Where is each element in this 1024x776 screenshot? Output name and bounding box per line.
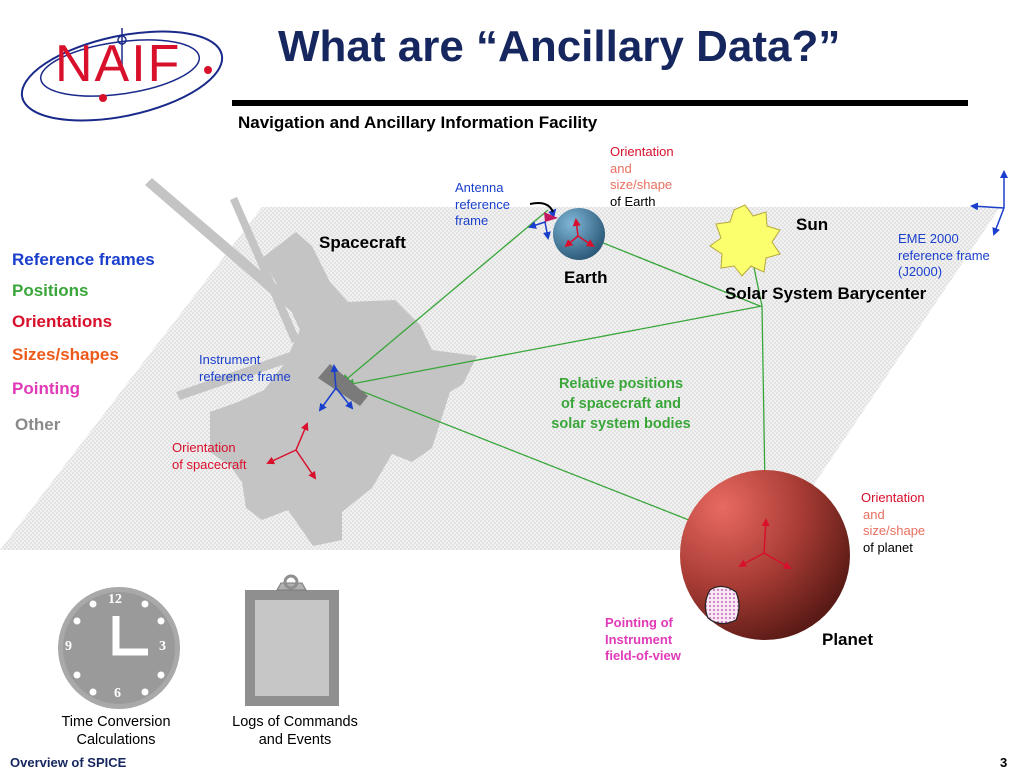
annotation-line: of Earth — [610, 193, 656, 209]
clipboard-icon — [245, 574, 339, 706]
annotation-earth-orientation: Orientation and size/shape of Earth — [610, 144, 674, 210]
annotation-line: of planet — [863, 539, 913, 555]
annotation-planet-orientation: Orientation and size/shape of planet — [861, 490, 925, 556]
annotation-spacecraft-orientation: Orientation of spacecraft — [172, 440, 246, 473]
annotation-line: reference frame — [199, 368, 291, 384]
clock-caption: Time Conversion Calculations — [36, 713, 196, 749]
clock-numeral-9: 9 — [65, 639, 72, 654]
caption-line: and Events — [258, 732, 332, 748]
annotation-line: Antenna — [455, 180, 504, 195]
page-subtitle: Navigation and Ancillary Information Fac… — [238, 113, 598, 132]
category-other: Other — [15, 415, 61, 434]
category-positions: Positions — [12, 281, 89, 300]
annotation-line: (J2000) — [898, 264, 943, 279]
annotation-pointing: Pointing of Instrument field-of-view — [605, 615, 681, 665]
annotation-line: reference frame — [898, 247, 990, 263]
annotation-line: size/shape — [610, 177, 673, 192]
annotation-line: and — [610, 160, 632, 176]
annotation-relative-positions: Relative positions of spacecraft and sol… — [530, 374, 712, 434]
clock-numeral-12: 12 — [108, 592, 122, 607]
label-planet: Planet — [822, 630, 874, 649]
instrument-frame-axes — [318, 364, 354, 412]
annotation-instrument-frame: Instrument reference frame — [199, 352, 291, 385]
annotation-eme2000: EME 2000 reference frame (J2000) — [898, 231, 990, 281]
category-reference-frames: Reference frames — [12, 250, 155, 269]
label-spacecraft: Spacecraft — [319, 233, 406, 252]
instrument-body — [318, 364, 368, 406]
annotation-line: and — [863, 506, 885, 522]
annotation-line: size/shape — [863, 523, 926, 538]
antenna-icon — [529, 202, 554, 213]
earth-sphere — [553, 208, 605, 260]
annotation-line: Instrument — [605, 631, 673, 647]
planet-sphere — [680, 470, 850, 640]
annotation-line: Orientation — [861, 490, 925, 505]
annotation-line: Orientation — [172, 440, 236, 455]
eme2000-frame-axes — [970, 170, 1008, 236]
clock-numeral-6: 6 — [114, 686, 121, 701]
page-number: 3 — [1000, 755, 1008, 770]
footer-text: Overview of SPICE — [10, 755, 127, 770]
caption-line: Time Conversion — [61, 714, 171, 730]
caption-line: Logs of Commands — [232, 714, 358, 730]
annotation-line: Relative positions — [558, 376, 684, 392]
page-title: What are “Ancillary Data?” — [278, 22, 841, 71]
label-earth: Earth — [564, 268, 608, 287]
annotation-antenna-frame: Antenna reference frame — [455, 180, 510, 230]
annotation-line: reference — [455, 196, 510, 212]
clipboard-caption: Logs of Commands and Events — [212, 713, 378, 749]
annotation-line: Instrument — [199, 352, 261, 367]
earth-frame-axes — [564, 218, 595, 248]
annotation-line: frame — [455, 213, 489, 228]
annotation-line: Orientation — [610, 144, 674, 159]
title-rule — [232, 100, 968, 106]
label-sun: Sun — [796, 215, 829, 234]
category-pointing: Pointing — [12, 379, 80, 398]
caption-line: Calculations — [76, 732, 156, 748]
label-ssb: Solar System Barycenter — [725, 284, 927, 303]
instrument-fov-footprint — [704, 585, 740, 625]
logo-text: NAIF — [55, 35, 182, 93]
annotation-line: of spacecraft — [172, 456, 247, 472]
annotation-line: Pointing of — [605, 615, 673, 630]
category-orientations: Orientations — [12, 312, 113, 331]
category-sizes-shapes: Sizes/shapes — [12, 345, 119, 364]
spacecraft-orientation-axes — [266, 422, 317, 480]
clock-numeral-3: 3 — [159, 639, 166, 654]
annotation-line: solar system bodies — [551, 416, 691, 432]
clock-icon — [58, 587, 180, 709]
annotation-line: of spacecraft and — [560, 396, 682, 412]
planet-orientation-axes — [738, 518, 792, 569]
naif-logo — [20, 28, 224, 122]
sun-shape — [709, 204, 781, 277]
annotation-line: EME 2000 — [898, 231, 959, 246]
annotation-line: field-of-view — [605, 648, 681, 663]
